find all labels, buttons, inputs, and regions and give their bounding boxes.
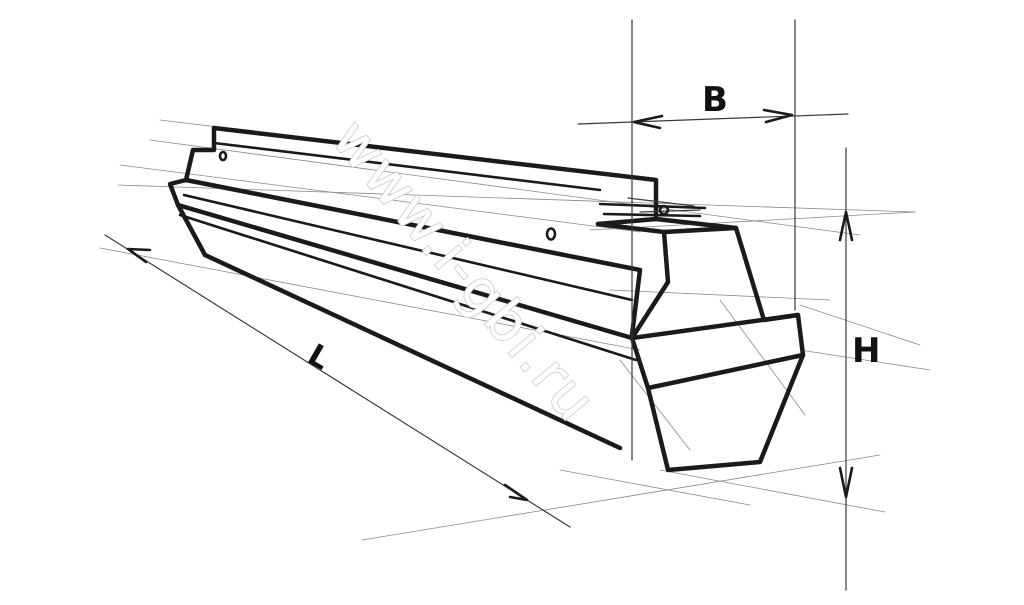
beam-top-face (211, 125, 659, 227)
dimension-width: B (577, 19, 849, 461)
beam-right-end-top (653, 216, 739, 231)
width-label: B (702, 80, 728, 120)
length-arrow-left (126, 247, 152, 264)
lifting-hole-right (545, 227, 557, 241)
dimension-height: H (838, 147, 880, 591)
width-arrow-left (632, 114, 664, 130)
width-arrow-right (762, 108, 794, 124)
height-arrow-top (838, 210, 854, 242)
length-label: L (302, 338, 336, 378)
beam-right-end-mid-line (645, 352, 806, 391)
beam-top-front-edge (212, 141, 602, 192)
beam-bottom-edge (202, 252, 623, 451)
construction-lines (99, 119, 931, 541)
beam-lower-shelf-inner (178, 213, 638, 362)
beam-upper-ledge (183, 177, 643, 338)
height-label: H (852, 331, 880, 371)
beam-body (167, 125, 806, 473)
height-arrow-bottom (838, 466, 854, 499)
beam-left-end-profile (167, 125, 217, 258)
length-arrow-right (503, 483, 529, 502)
beam-right-end-profile (595, 221, 806, 473)
lifting-hole-left (218, 150, 228, 162)
end-anchor-rods (598, 197, 707, 218)
beam-upper-ledge-inner (182, 193, 634, 302)
